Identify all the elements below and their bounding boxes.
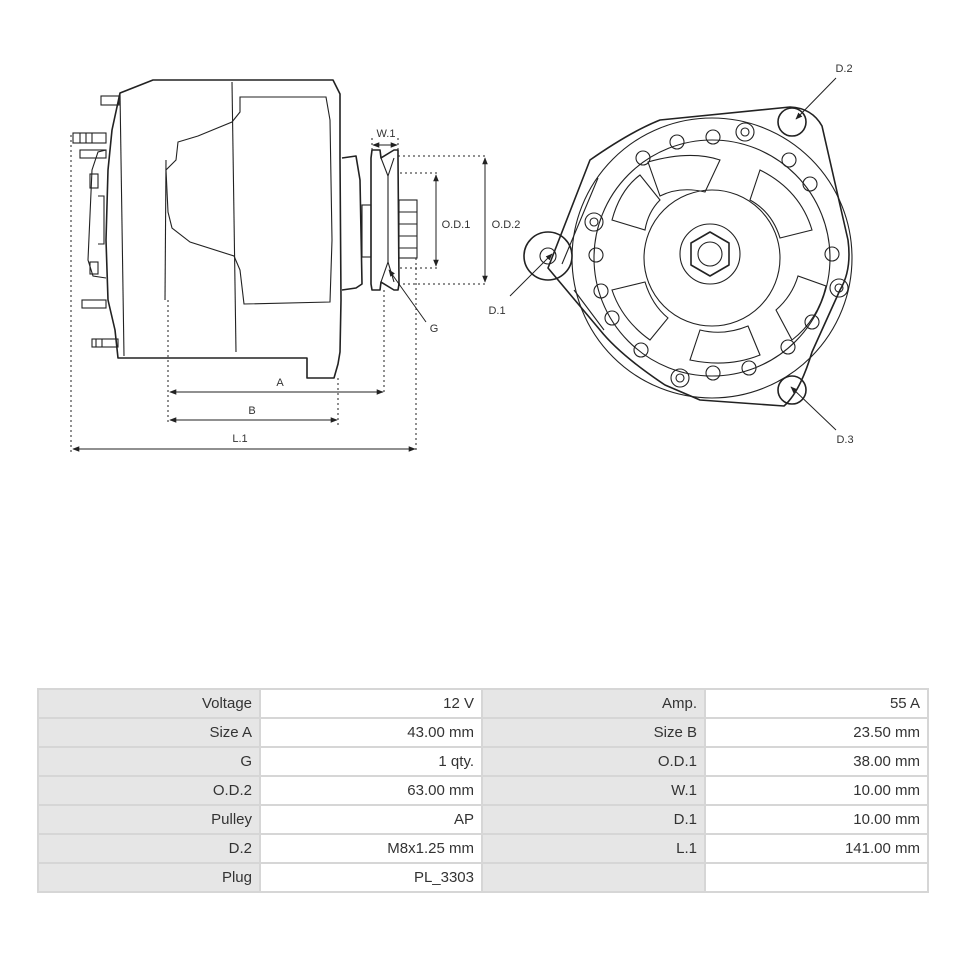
spec-value: 12 V [259, 688, 483, 719]
table-row: D.2 M8x1.25 mm L.1 141.00 mm [37, 833, 929, 864]
alternator-front-view [523, 106, 853, 407]
table-row: G 1 qty. O.D.1 38.00 mm [37, 746, 929, 777]
spec-label: Voltage [37, 688, 261, 719]
spec-value: 63.00 mm [259, 775, 483, 806]
spec-value: AP [259, 804, 483, 835]
spec-value: 141.00 mm [704, 833, 929, 864]
spec-label: W.1 [481, 775, 706, 806]
alternator-technical-drawing: A B L.1 W.1 O.D.1 O.D.2 G [70, 63, 854, 452]
spec-label [481, 862, 706, 893]
spec-label: D.2 [37, 833, 261, 864]
dim-label-a: A [276, 377, 284, 389]
dim-label-g: G [430, 323, 439, 335]
spec-label: Plug [37, 862, 261, 893]
spec-value: 10.00 mm [704, 804, 929, 835]
spec-value: 10.00 mm [704, 775, 929, 806]
dim-label-l1: L.1 [232, 433, 247, 445]
spec-label: Amp. [481, 688, 706, 719]
table-row: Size A 43.00 mm Size B 23.50 mm [37, 717, 929, 748]
spec-label: O.D.2 [37, 775, 261, 806]
dim-label-d3: D.3 [836, 434, 853, 446]
front-view-dimensions: D.2 D.1 D.3 [488, 63, 853, 446]
spec-label: G [37, 746, 261, 777]
spec-value: 1 qty. [259, 746, 483, 777]
spec-value: 23.50 mm [704, 717, 929, 748]
spec-label: O.D.1 [481, 746, 706, 777]
spec-value: 55 A [704, 688, 929, 719]
spec-label: Pulley [37, 804, 261, 835]
dim-label-w1: W.1 [377, 128, 396, 140]
table-row: O.D.2 63.00 mm W.1 10.00 mm [37, 775, 929, 806]
spec-value: 38.00 mm [704, 746, 929, 777]
side-view-dimensions: A B L.1 W.1 O.D.1 O.D.2 G [70, 128, 521, 452]
spec-value: M8x1.25 mm [259, 833, 483, 864]
dim-label-d1: D.1 [488, 305, 505, 317]
dim-label-d2: D.2 [835, 63, 852, 75]
dim-label-od1: O.D.1 [442, 219, 471, 231]
spec-label: Size B [481, 717, 706, 748]
dim-label-b: B [248, 405, 255, 417]
spec-label: Size A [37, 717, 261, 748]
spec-label: L.1 [481, 833, 706, 864]
table-row: Plug PL_3303 [37, 862, 929, 893]
table-row: Pulley AP D.1 10.00 mm [37, 804, 929, 835]
spec-value [704, 862, 929, 893]
spec-value: 43.00 mm [259, 717, 483, 748]
spec-label: D.1 [481, 804, 706, 835]
dim-label-od2: O.D.2 [492, 219, 521, 231]
spec-value: PL_3303 [259, 862, 483, 893]
table-row: Voltage 12 V Amp. 55 A [37, 688, 929, 719]
specifications-table: Voltage 12 V Amp. 55 A Size A 43.00 mm S… [37, 688, 929, 893]
alternator-side-view [72, 79, 418, 379]
